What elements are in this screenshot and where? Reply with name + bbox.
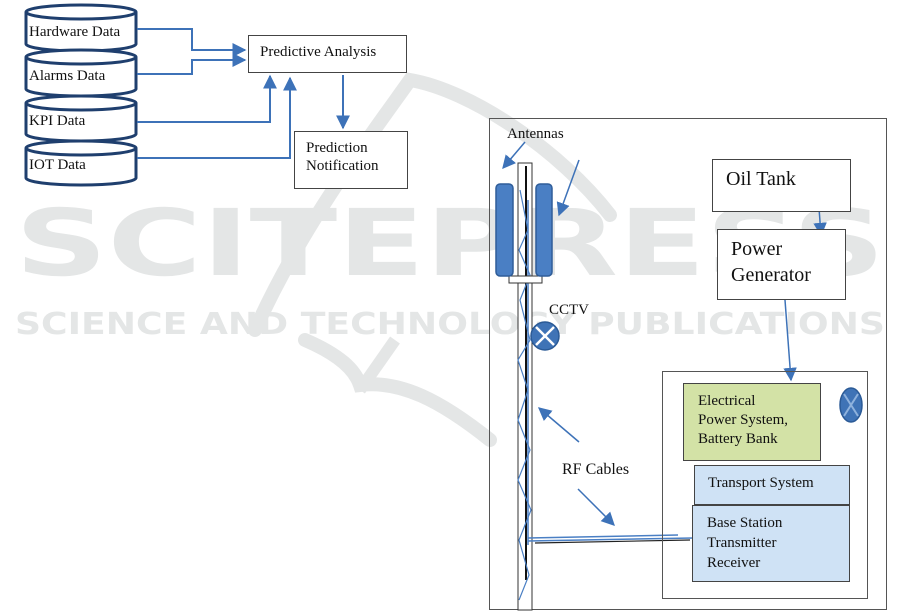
rf-cables-pointer-up bbox=[539, 408, 579, 442]
bts-line-2: Transmitter bbox=[707, 535, 776, 552]
antenna-icon bbox=[496, 184, 513, 276]
antennas-label: Antennas bbox=[507, 126, 564, 143]
generator-line-2: Generator bbox=[731, 264, 811, 287]
power-generator-box: Power Generator bbox=[717, 229, 846, 300]
bts-line-3: Receiver bbox=[707, 555, 760, 572]
rf-cables-label: RF Cables bbox=[562, 461, 629, 479]
electrical-line-3: Battery Bank bbox=[698, 431, 778, 448]
generator-line-1: Power bbox=[731, 238, 782, 261]
bts-box: Base Station Transmitter Receiver bbox=[692, 505, 850, 582]
antennas-pointer-right bbox=[559, 160, 579, 215]
arrow-generator-to-shelter bbox=[785, 300, 791, 380]
electrical-power-box: Electrical Power System, Battery Bank bbox=[683, 383, 821, 461]
electrical-line-1: Electrical bbox=[698, 393, 755, 410]
electrical-line-2: Power System, bbox=[698, 412, 788, 429]
transport-system-box: Transport System bbox=[694, 465, 850, 505]
bts-line-1: Base Station bbox=[707, 515, 782, 532]
antenna-icon bbox=[536, 184, 552, 276]
rf-cables-pointer-down bbox=[578, 489, 614, 525]
transport-system-label: Transport System bbox=[708, 475, 814, 492]
oil-tank-box: Oil Tank bbox=[712, 159, 851, 212]
oil-tank-label: Oil Tank bbox=[726, 168, 796, 191]
cctv-icon bbox=[531, 322, 559, 350]
cctv-label: CCTV bbox=[549, 302, 589, 319]
